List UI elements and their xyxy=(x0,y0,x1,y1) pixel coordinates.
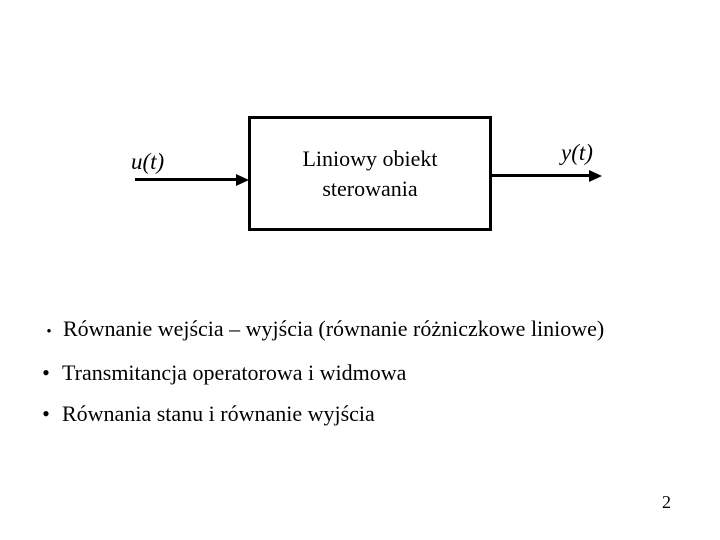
input-signal-label: u(t) xyxy=(131,149,165,174)
bullet-text: Równanie wejścia – wyjścia (równanie róż… xyxy=(63,316,605,341)
output-signal-label: y(t) xyxy=(561,140,593,165)
bullet-icon: • xyxy=(46,324,52,340)
output-arrowhead-icon xyxy=(589,169,602,182)
system-block-label-line2: sterowania xyxy=(322,175,418,201)
input-arrowhead-icon xyxy=(236,173,249,186)
list-item: • Równanie wejścia – wyjścia (równanie r… xyxy=(42,315,604,346)
list-item: • Transmitancja operatorowa i widmowa xyxy=(40,359,406,387)
bullet-icon: • xyxy=(42,401,50,426)
input-arrow-line xyxy=(135,178,236,181)
list-item: • Równania stanu i równanie wyjścia xyxy=(40,400,375,428)
bullet-text: Transmitancja operatorowa i widmowa xyxy=(62,360,407,385)
page-number: 2 xyxy=(662,492,671,512)
bullet-text: Równania stanu i równanie wyjścia xyxy=(62,401,375,426)
bullet-icon: • xyxy=(42,360,50,385)
system-block: Liniowy obiekt sterowania xyxy=(248,116,492,231)
output-arrow-line xyxy=(492,174,589,177)
system-block-label-line1: Liniowy obiekt xyxy=(302,145,438,171)
